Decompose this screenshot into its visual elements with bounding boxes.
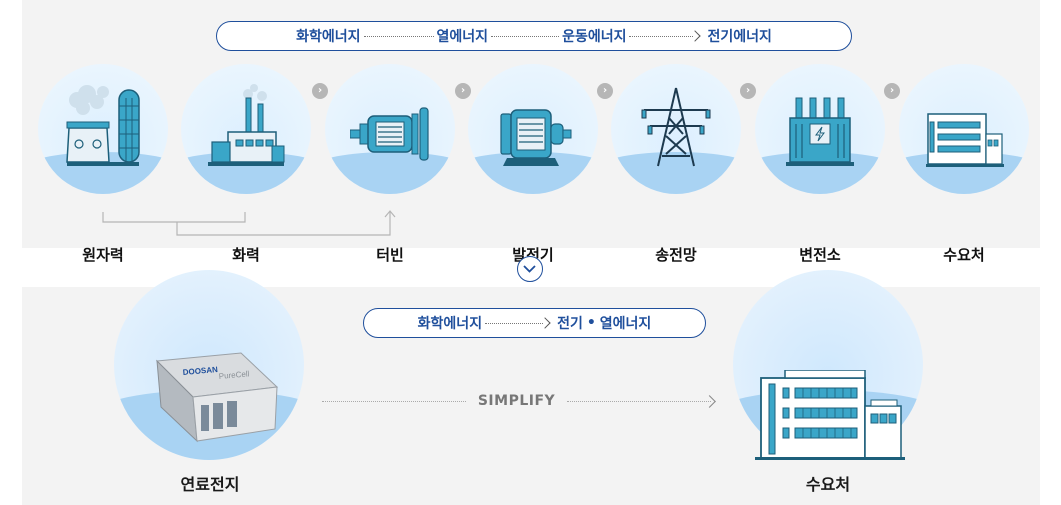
simplify-label: SIMPLIFY bbox=[477, 393, 556, 409]
turbine-icon bbox=[350, 107, 429, 161]
node-label-thermal: 화력 bbox=[232, 246, 260, 264]
chevron-right-icon: › bbox=[455, 83, 471, 99]
flow-step-electric: 전기에너지 bbox=[707, 29, 772, 45]
heat-source-connector bbox=[102, 210, 396, 236]
substation-icon bbox=[786, 97, 854, 166]
flow-step-chemical: 화학에너지 bbox=[296, 29, 361, 45]
generator-icon bbox=[500, 109, 572, 166]
chevron-down-icon bbox=[523, 265, 536, 273]
flow-step-thermal: 열에너지 bbox=[599, 316, 652, 332]
flow-step-kinetic: 운동에너지 bbox=[562, 29, 627, 45]
node-label-substation: 변전소 bbox=[799, 246, 841, 264]
flow-step-thermal: 열에너지 bbox=[436, 29, 489, 45]
node-label-transmission: 송전망 bbox=[655, 246, 697, 264]
fuel-cell-energy-flow: 화학에너지 전기 • 열에너지 bbox=[363, 308, 706, 338]
flow-step-electric: 전기 bbox=[557, 316, 583, 332]
node-label-nuclear: 원자력 bbox=[82, 246, 124, 264]
consumer-label: 수요처 bbox=[805, 475, 851, 494]
fuel-cell-unit-icon: DOOSAN PureCell bbox=[155, 352, 279, 443]
chevron-right-icon: › bbox=[597, 83, 613, 99]
transmission-tower-icon bbox=[641, 87, 711, 167]
node-label-consumer: 수요처 bbox=[943, 246, 985, 264]
thermal-plant-icon bbox=[208, 84, 285, 166]
chevron-right-icon: › bbox=[740, 83, 756, 99]
nuclear-plant-icon bbox=[66, 85, 140, 166]
fuel-cell-product: PureCell bbox=[218, 369, 250, 381]
fuel-cell-brand: DOOSAN bbox=[182, 365, 218, 377]
fuel-cell-label: 연료전지 bbox=[180, 475, 240, 494]
node-label-turbine: 터빈 bbox=[376, 246, 404, 264]
simplify-arrow: SIMPLIFY bbox=[322, 391, 716, 411]
building-icon bbox=[755, 370, 905, 460]
building-icon bbox=[926, 113, 1004, 167]
flow-step-chemical: 화학에너지 bbox=[417, 316, 483, 332]
expand-toggle-button[interactable] bbox=[517, 256, 543, 282]
energy-conversion-flow: 화학에너지 열에너지 운동에너지 전기에너지 bbox=[216, 21, 852, 51]
chevron-right-icon: › bbox=[884, 83, 900, 99]
chevron-right-icon: › bbox=[312, 83, 328, 99]
